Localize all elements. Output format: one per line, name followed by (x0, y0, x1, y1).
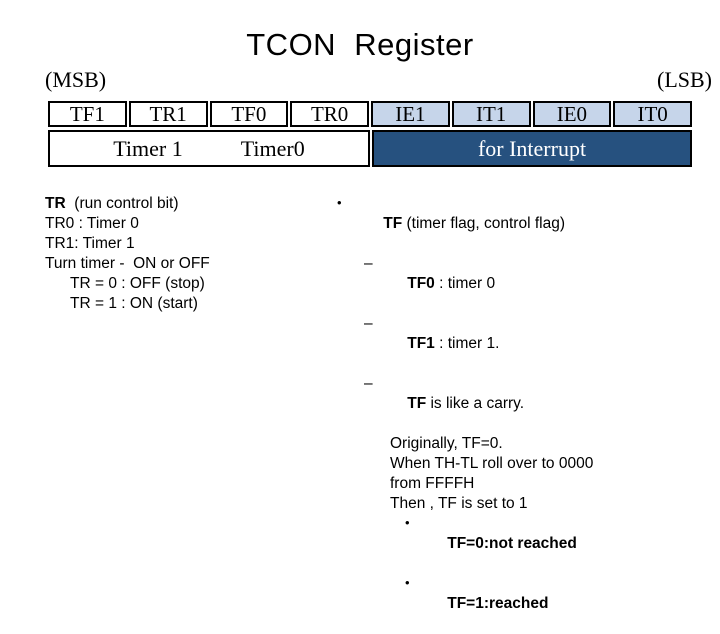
tf-continuation-set-to-1: Then , TF is set to 1 (390, 495, 528, 512)
tf-continuation-from-ffffh: from FFFFH (390, 475, 475, 492)
group-label-timer1: Timer 1 (113, 135, 183, 161)
tr-line-tr-one: TR = 1 : ON (start) (70, 295, 198, 312)
group-cell-timers: Timer 1 Timer0 (48, 130, 370, 167)
bit-cell-tr1[interactable]: TR1 (128, 101, 208, 127)
group-cell-interrupt: for Interrupt (372, 130, 692, 167)
tf1-rest: : timer 1. (434, 335, 500, 352)
tf-bullet-level1: • TF (timer flag, control flag) (330, 194, 710, 254)
page-title: TCON Register (246, 27, 474, 62)
bit-cell-it1[interactable]: IT1 (451, 101, 531, 127)
tr-line-rest: (run control bit) (65, 195, 179, 212)
tf-bullet-carry: – TF is like a carry. (330, 374, 710, 434)
tf-carry-bold-prefix: TF (407, 395, 427, 412)
tf-bold-prefix: TF (383, 215, 403, 232)
tr-line-tr1: TR1: Timer 1 (45, 235, 135, 252)
dash-icon: – (364, 375, 373, 392)
tf-reached-text: TF=1:reached (447, 595, 549, 612)
msb-label: (MSB) (45, 67, 107, 92)
tf-bullet-tf0: – TF0 : timer 0 (330, 254, 710, 314)
tf-bullet-reached: • TF=1:reached (330, 574, 710, 634)
bit-cell-tf1[interactable]: TF1 (48, 101, 127, 127)
tcon-register-table: TF1 TR1 TF0 TR0 IE1 IT1 IE0 IT0 Timer 1 … (48, 101, 692, 167)
dash-icon: – (364, 255, 373, 272)
tf-continuation-rollover: When TH-TL roll over to 0000 (390, 455, 594, 472)
tr-line-title: TR (run control bit) (45, 194, 325, 214)
bullet-dot-icon: • (337, 195, 342, 210)
tf-description-block: • TF (timer flag, control flag) – TF0 : ti… (330, 194, 710, 634)
bit-cell-ie0[interactable]: IE0 (532, 101, 612, 127)
register-group-row: Timer 1 Timer0 for Interrupt (48, 130, 692, 167)
tf-carry-rest: is like a carry. (426, 395, 525, 412)
bit-cell-it0[interactable]: IT0 (613, 101, 692, 127)
tf-bullet-tf1: – TF1 : timer 1. (330, 314, 710, 374)
tf-not-reached-text: TF=0:not reached (447, 535, 577, 552)
tr-line-tr-zero: TR = 0 : OFF (stop) (70, 275, 205, 292)
bullet-dot-icon: • (405, 515, 410, 530)
tf-bullet-not-reached: • TF=0:not reached (330, 514, 710, 574)
group-label-timer0: Timer0 (240, 135, 305, 161)
tr-line-turn-timer: Turn timer - ON or OFF (45, 255, 210, 272)
register-bit-row: TF1 TR1 TF0 TR0 IE1 IT1 IE0 IT0 (48, 101, 692, 127)
tf0-rest: : timer 0 (434, 275, 496, 292)
tf1-bold-prefix: TF1 (407, 335, 435, 352)
tf-continuation-originally: Originally, TF=0. (390, 435, 503, 452)
tr-line-tr0: TR0 : Timer 0 (45, 215, 139, 232)
dash-icon: – (364, 315, 373, 332)
lsb-label: (LSB) (657, 67, 712, 92)
tf-level1-rest: (timer flag, control flag) (402, 215, 565, 232)
bit-cell-tf0[interactable]: TF0 (209, 101, 289, 127)
tr-bold-prefix: TR (45, 195, 66, 212)
tr-description-block: TR (run control bit) TR0 : Timer 0 TR1: … (45, 194, 325, 314)
bit-cell-tr0[interactable]: TR0 (290, 101, 369, 127)
bullet-dot-icon: • (405, 575, 410, 590)
tf0-bold-prefix: TF0 (407, 275, 435, 292)
bit-cell-ie1[interactable]: IE1 (371, 101, 450, 127)
